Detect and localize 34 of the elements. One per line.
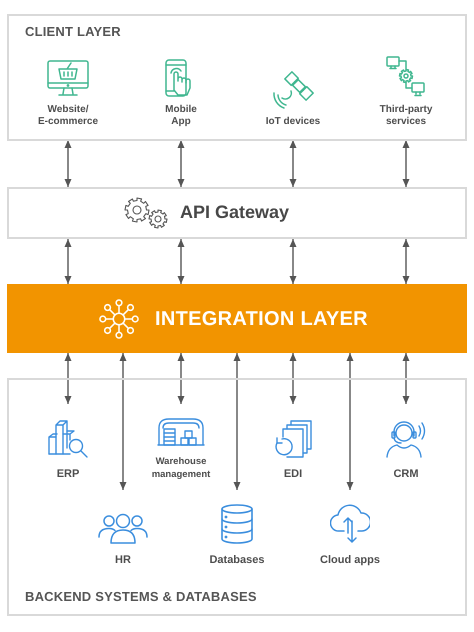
double-arrow bbox=[402, 239, 410, 284]
gateway-title: API Gateway bbox=[180, 202, 290, 224]
item-label: IoT devices bbox=[266, 116, 320, 128]
double-arrow bbox=[290, 353, 296, 404]
item-label: Third-party services bbox=[378, 104, 434, 128]
double-arrow bbox=[64, 239, 72, 284]
double-arrow bbox=[120, 353, 126, 490]
item-label: Cloud apps bbox=[320, 554, 380, 567]
item-label: EDI bbox=[284, 468, 302, 481]
double-arrow bbox=[402, 140, 410, 187]
double-arrow bbox=[290, 239, 296, 284]
double-arrow bbox=[290, 140, 296, 187]
item-label: ERP bbox=[56, 468, 80, 481]
double-arrow bbox=[346, 353, 354, 490]
layer-heading: CLIENT LAYER bbox=[25, 24, 121, 40]
double-arrow bbox=[178, 239, 184, 284]
gateway-bar bbox=[7, 187, 467, 239]
item-label: CRM bbox=[393, 468, 419, 481]
double-arrow bbox=[178, 353, 184, 404]
item-label: Website/ E-commerce bbox=[36, 104, 100, 128]
item-label: Databases bbox=[209, 554, 265, 567]
double-arrow bbox=[234, 353, 240, 490]
item-label: Mobile App bbox=[164, 104, 198, 128]
item-label: HR bbox=[115, 554, 131, 567]
item-label: Warehouse management bbox=[150, 456, 212, 481]
layer-heading: BACKEND SYSTEMS & DATABASES bbox=[25, 589, 257, 605]
double-arrow bbox=[178, 140, 184, 187]
double-arrow bbox=[64, 140, 72, 187]
double-arrow bbox=[402, 353, 410, 404]
integration-title: INTEGRATION LAYER bbox=[155, 306, 368, 330]
layer-panel bbox=[7, 378, 467, 616]
layer-panel bbox=[7, 14, 467, 141]
double-arrow bbox=[64, 353, 72, 404]
integration-bar bbox=[7, 284, 467, 353]
